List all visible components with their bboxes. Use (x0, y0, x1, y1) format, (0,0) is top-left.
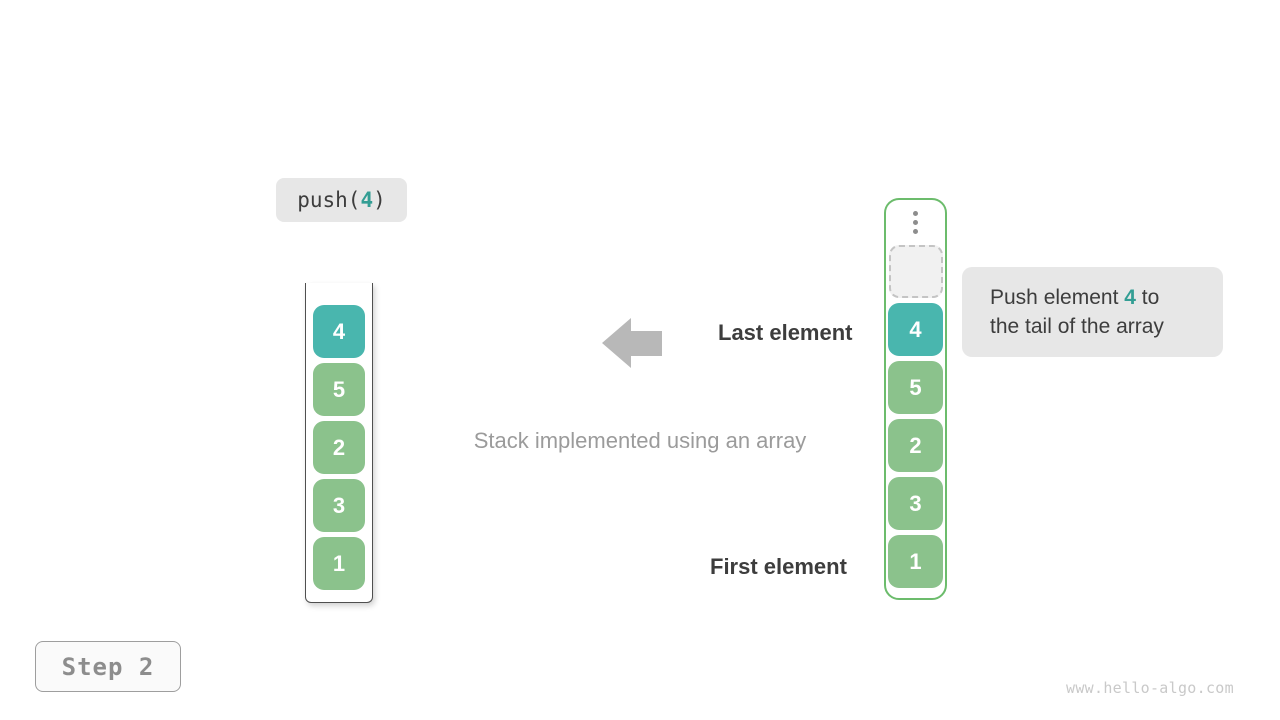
stack-element-4: 4 (888, 303, 943, 356)
first-element-label: First element (710, 554, 847, 579)
tooltip-line-2: the tail of the array (990, 315, 1164, 338)
stack-element-1: 1 (888, 535, 943, 588)
empty-array-slot (888, 245, 943, 298)
stack-element-4: 4 (313, 305, 365, 358)
stack-element-2: 2 (313, 421, 365, 474)
watermark-url: www.hello-algo.com (1066, 679, 1234, 697)
annotation-tooltip: Push element 4 to the tail of the array (962, 267, 1223, 357)
push-label-prefix: push( (297, 188, 361, 212)
tooltip-highlight-number: 4 (1124, 286, 1136, 309)
ellipsis-icon (913, 211, 918, 234)
stack-element-3: 3 (888, 477, 943, 530)
stack-element-2: 2 (888, 419, 943, 472)
stack-element-5: 5 (888, 361, 943, 414)
push-operation-label: push(4) (276, 178, 407, 222)
tooltip-line-1: Push element 4 to (990, 286, 1160, 309)
last-element-label: Last element (718, 320, 853, 345)
push-label-suffix: ) (373, 188, 386, 212)
stack-element-5: 5 (313, 363, 365, 416)
arrow-left-icon (602, 318, 662, 368)
stack-element-1: 1 (313, 537, 365, 590)
stack-element-3: 3 (313, 479, 365, 532)
push-label-argument: 4 (360, 188, 374, 212)
step-badge: Step 2 (35, 641, 181, 692)
diagram-caption: Stack implemented using an array (473, 428, 807, 453)
